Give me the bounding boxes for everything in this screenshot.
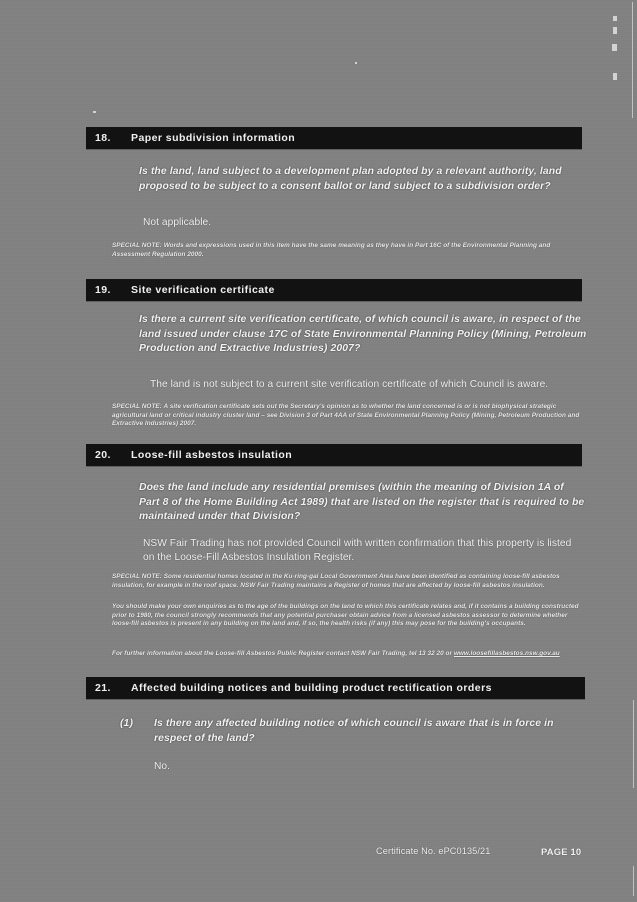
section-number: 19. <box>95 284 111 296</box>
scan-speck-artifact <box>613 73 617 80</box>
special-note-body: A site verification certificate sets out… <box>112 403 580 428</box>
certificate-content: 18. Paper subdivision information Is the… <box>86 0 586 902</box>
question-text-21: (1) Is there any affected building notice… <box>120 717 586 746</box>
section-number: 20. <box>95 449 111 461</box>
question-text-18: Is the land, land subject to a developme… <box>139 166 562 192</box>
special-note-19: SPECIAL NOTE: A site verification certif… <box>112 403 582 429</box>
special-note-contact-text: For further information about the Loose-… <box>112 650 454 657</box>
special-note-body: Some residential homes located in the Ku… <box>112 573 560 589</box>
answer-text-21: No. <box>154 761 171 772</box>
page-number: PAGE 10 <box>541 846 582 857</box>
scan-speck-artifact <box>613 27 617 34</box>
scan-speck-artifact <box>613 16 617 21</box>
special-note-18: SPECIAL NOTE: Words and expressions used… <box>112 242 582 259</box>
section-header-20: 20. Loose-fill asbestos insulation <box>86 444 582 466</box>
question-text-20: Does the land include any residential pr… <box>139 482 585 523</box>
special-note-20: SPECIAL NOTE: Some residential homes loc… <box>112 573 582 590</box>
scan-speck-artifact <box>93 111 96 113</box>
question-number: (1) <box>120 718 133 729</box>
section-title: Paper subdivision information <box>131 132 296 144</box>
section-header-21: 21. Affected building notices and buildi… <box>86 677 585 699</box>
special-note-20-paragraph-3: For further information about the Loose-… <box>112 650 582 659</box>
scan-edge-artifact <box>633 700 634 788</box>
section-number: 21. <box>95 682 111 694</box>
scan-edge-artifact <box>633 866 634 896</box>
special-note-label: SPECIAL NOTE: <box>112 403 162 410</box>
section-title: Affected building notices and building p… <box>131 682 492 694</box>
answer-text-20: NSW Fair Trading has not provided Counci… <box>143 538 572 564</box>
answer-text-18: Not applicable. <box>143 217 212 228</box>
question-text-19: Is there a current site verification cer… <box>139 314 587 355</box>
question-body: Is there any affected building notice of… <box>154 718 554 744</box>
section-title: Site verification certificate <box>131 284 275 296</box>
special-note-body: Words and expressions used in this item … <box>112 242 551 258</box>
section-number: 18. <box>95 132 111 144</box>
scan-speck-artifact <box>355 62 357 64</box>
special-note-label: SPECIAL NOTE: <box>112 573 162 580</box>
answer-text-19: The land is not subject to a current sit… <box>150 379 549 390</box>
section-header-18: 18. Paper subdivision information <box>86 127 582 149</box>
certificate-number: Certificate No. ePC0135/21 <box>376 846 491 856</box>
section-header-19: 19. Site verification certificate <box>86 279 582 301</box>
scan-speck-artifact <box>612 44 617 51</box>
special-note-label: SPECIAL NOTE: <box>112 242 162 249</box>
loosefill-asbestos-register-link[interactable]: www.loosefillasbestos.nsw.gov.au <box>453 650 560 657</box>
section-title: Loose-fill asbestos insulation <box>131 449 293 461</box>
scan-edge-artifact <box>632 2 633 118</box>
special-note-20-paragraph-2: You should make your own enquiries as to… <box>112 603 579 628</box>
